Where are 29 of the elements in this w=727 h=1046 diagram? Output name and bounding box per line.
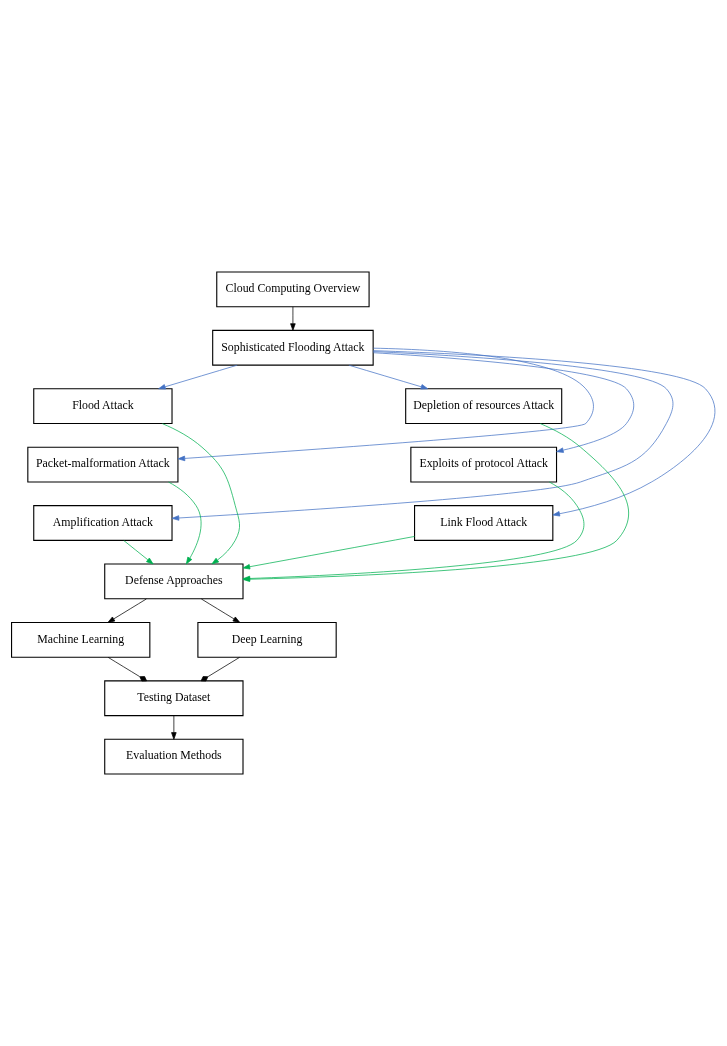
connector [107, 657, 147, 682]
node-box: Machine Learning [11, 621, 151, 658]
arrow [290, 306, 296, 331]
arrow [171, 351, 674, 521]
arrow [372, 350, 716, 517]
arrow [123, 540, 154, 565]
arrow [200, 598, 241, 623]
arrow [168, 481, 202, 565]
arrow [177, 347, 594, 462]
arrow [171, 715, 177, 740]
arrow [348, 364, 429, 390]
arrow [107, 598, 147, 623]
node-box: Exploits of protocol Attack [410, 446, 558, 483]
connector [200, 657, 240, 682]
node-box: Sophisticated Flooding Attack [212, 329, 374, 366]
node-box: Deep Learning [197, 621, 337, 658]
arrow [158, 364, 238, 390]
node-box: Flood Attack [33, 388, 173, 425]
node-box: Depletion of resources Attack [405, 388, 563, 425]
node-box: Cloud Computing Overview [216, 271, 370, 308]
node-box: Packet-malformation Attack [27, 446, 179, 483]
arrow [242, 536, 415, 570]
node-box: Link Flood Attack [414, 505, 554, 541]
node-box: Defense Approaches [104, 563, 244, 600]
arrow [162, 423, 240, 565]
node-box: Testing Dataset [104, 680, 244, 717]
node-box: Amplification Attack [33, 505, 173, 541]
arrow [372, 352, 635, 453]
node-box: Evaluation Methods [104, 738, 244, 775]
